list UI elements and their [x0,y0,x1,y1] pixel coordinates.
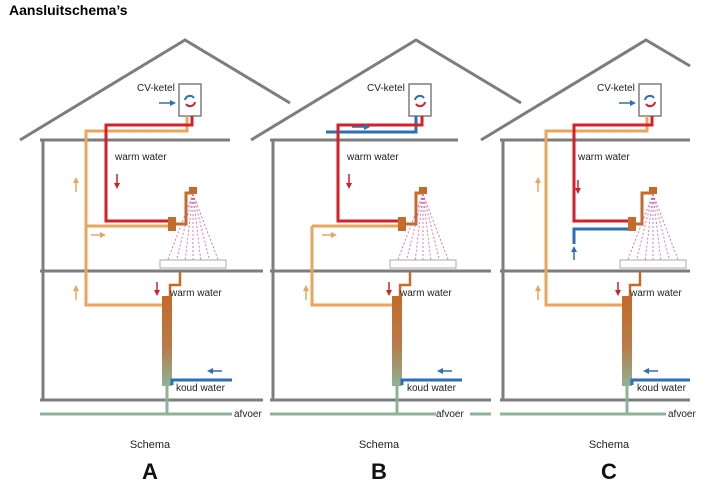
return-pipe [84,116,189,307]
house-outline [250,38,522,402]
boiler [178,83,202,117]
schema-caption: Schema [359,439,400,451]
drain-label: afvoer [234,409,262,420]
cold-label: koud water [407,383,457,394]
arrow-icon [303,285,309,300]
tap-connection [406,191,422,226]
arrow-icon [346,174,352,189]
water-heater [162,296,172,386]
boiler-label: CV-ketel [367,83,405,94]
arrow-icon [73,285,79,300]
boiler-cold-pipe [326,116,418,134]
boiler-icon [644,94,656,108]
cold-pipe [630,378,690,385]
upper-hot-label: warm water [577,152,630,163]
cold-pipe [170,378,232,385]
hot-pipe [336,116,424,223]
lower-hot-label: warm water [169,288,222,299]
schema-a: CV-ketel warm water warm water koud wate… [19,38,291,484]
arrow-icon [535,285,541,300]
shower-icon [389,187,457,269]
upper-hot-label: warm water [114,152,167,163]
cold-label: koud water [176,383,226,394]
arrow-icon [322,232,337,238]
schema-caption: Schema [589,439,630,451]
boiler [408,83,432,117]
tap-connection [636,191,652,226]
hot-pipe [572,116,654,223]
arrow-icon [535,177,541,192]
arrow-icon [386,282,392,296]
water-heater [392,296,402,386]
boiler [638,83,662,117]
boiler-label: CV-ketel [597,83,635,94]
page-title: Aansluitschema’s [9,2,128,18]
arrow-icon [73,177,79,192]
lower-hot-label: warm water [399,288,452,299]
cold-label: koud water [637,383,687,394]
shower-icon [159,187,227,269]
hot-pipe [104,116,194,223]
drain-label: afvoer [436,409,464,420]
house-outline [480,38,691,402]
arrow-icon [114,174,120,189]
cold-pipe [400,378,462,385]
schema-b: CV-ketel warm water warm water koud wate… [250,38,522,484]
schema-letter: B [371,459,387,484]
drain-label: afvoer [668,409,696,420]
arrow-icon [91,232,106,238]
arrow-icon [643,368,658,374]
arrow-icon [571,246,577,260]
schema-letter: A [142,459,158,484]
lower-hot-label: warm water [629,288,682,299]
arrow-icon [159,100,176,106]
tap-connection [176,191,192,226]
schema-caption: Schema [130,439,171,451]
arrow-icon [437,368,452,374]
boiler-icon [414,94,426,108]
schema-c: CV-ketel warm water warm water koud wate… [480,38,700,484]
upper-hot-label: warm water [346,152,399,163]
arrow-icon [352,124,370,130]
arrow-icon [615,282,621,296]
arrow-icon [575,180,581,194]
arrow-icon [207,368,222,374]
arrow-icon [154,282,160,296]
local-cold-pipe [572,227,630,244]
shower-icon [619,187,687,269]
schema-letter: C [601,459,617,484]
return-pipe [544,116,649,307]
boiler-label: CV-ketel [137,83,175,94]
arrow-icon [619,100,636,106]
water-heater [622,296,632,386]
house-outline [19,38,291,402]
return-pipe [310,226,393,307]
boiler-icon [184,94,196,108]
